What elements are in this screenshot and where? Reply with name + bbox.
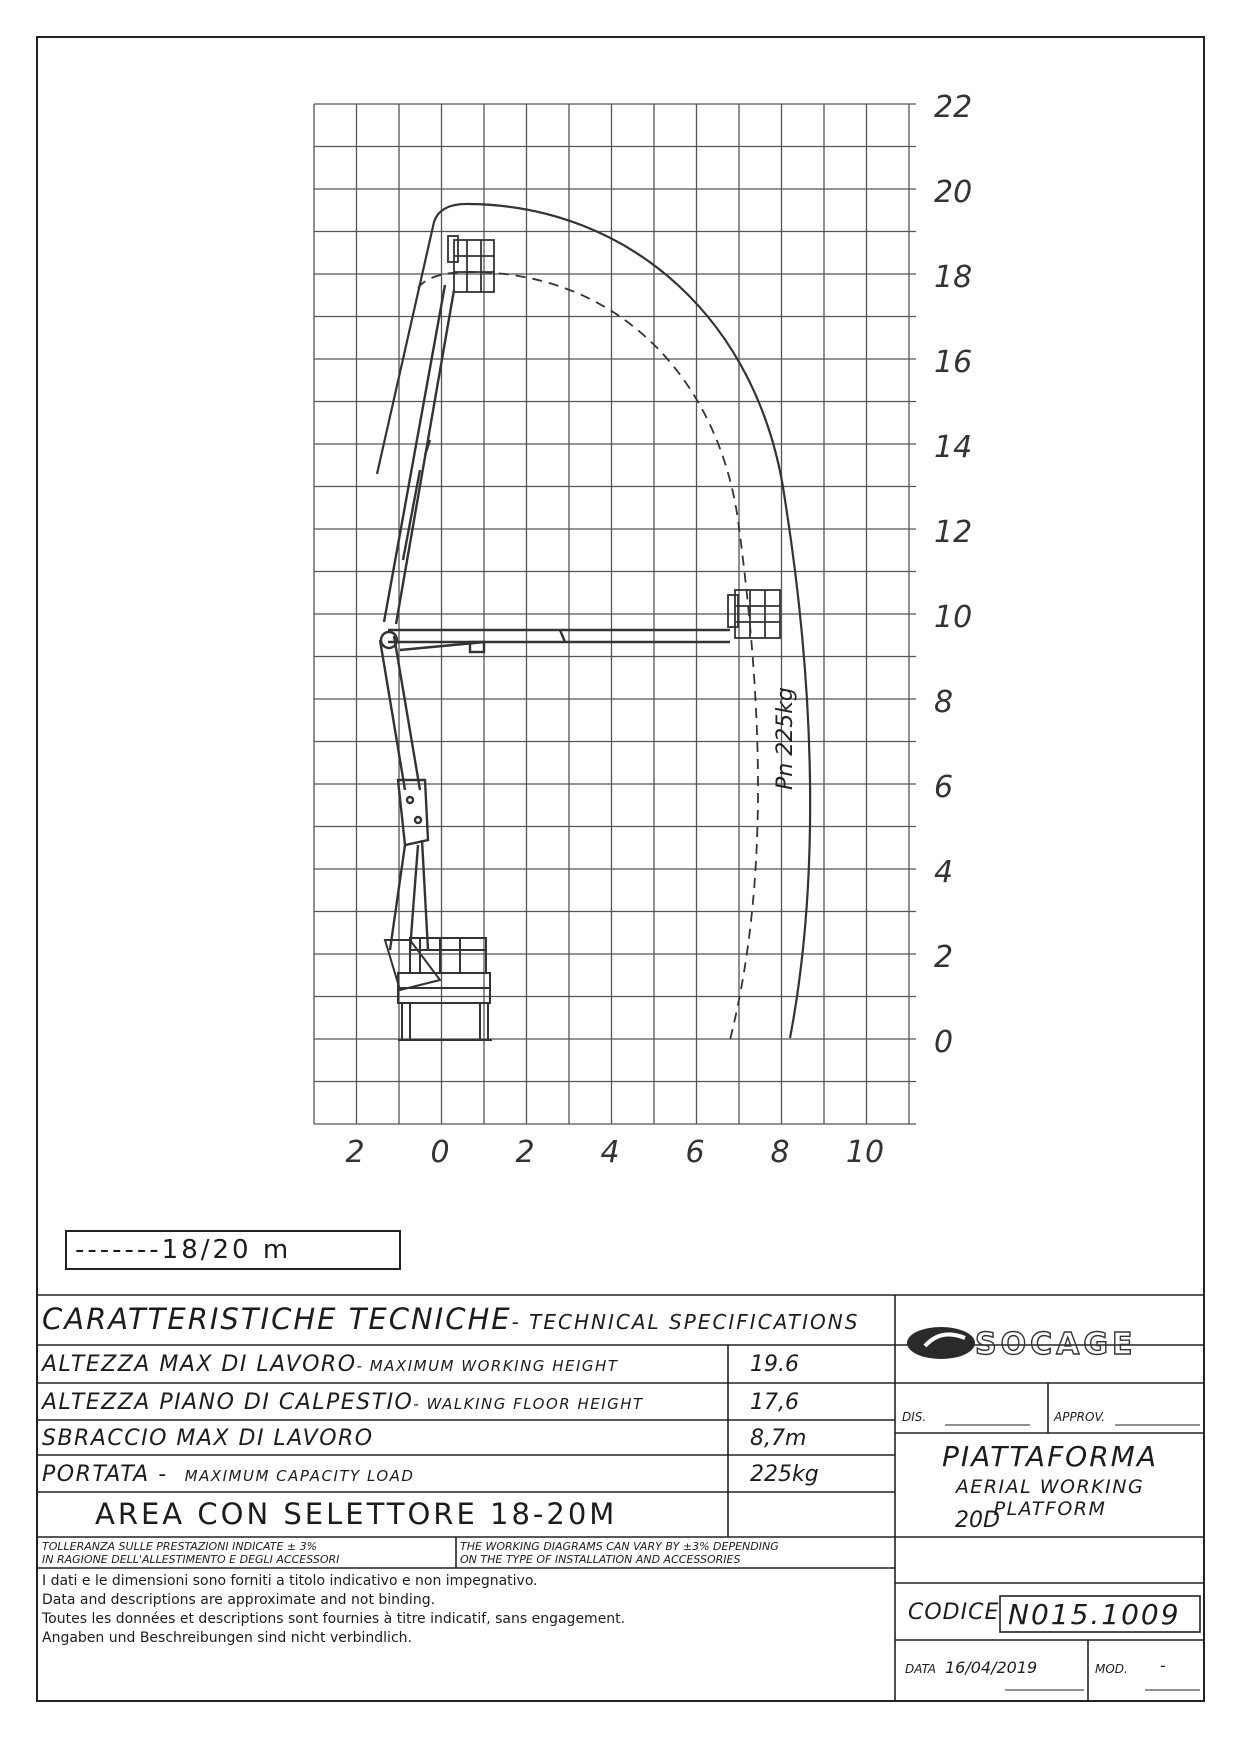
spec-row-0: ALTEZZA MAX DI LAVORO- MAXIMUM WORKING H… [42, 1352, 618, 1377]
spec-row-2: SBRACCIO MAX DI LAVORO [42, 1426, 374, 1451]
model-code: 20D [955, 1508, 1000, 1533]
product-subtitle-1: AERIAL WORKING [955, 1476, 1145, 1498]
dis-label: DIS. [902, 1410, 927, 1424]
spec-title: CARATTERISTICHE TECNICHE- TECHNICAL SPEC… [42, 1302, 859, 1336]
y-tick-label: 4 [934, 855, 953, 890]
mod-value: - [1160, 1656, 1166, 1675]
y-tick-label: 14 [934, 430, 972, 465]
x-tick-label: 2 [345, 1135, 364, 1170]
x-tick-label: 4 [600, 1135, 619, 1170]
spec-row-label-it: SBRACCIO MAX DI LAVORO [42, 1426, 374, 1451]
logo-text: SOCAGE [975, 1327, 1136, 1362]
disclaimer: I dati e le dimensioni sono forniti a ti… [42, 1572, 625, 1648]
spec-value-1: 17,6 [750, 1390, 799, 1415]
outer-envelope-curve [375, 202, 812, 1039]
disclaimer-line: Toutes les données et descriptions sont … [42, 1611, 626, 1627]
socage-logo: SOCAGE [905, 1318, 1195, 1368]
curve-label: Pn 225kg [773, 687, 798, 790]
spec-title-it: CARATTERISTICHE TECNICHE [42, 1302, 512, 1336]
y-tick-label: 22 [934, 90, 972, 125]
area-label: AREA CON SELETTORE 18-20M [95, 1497, 618, 1531]
x-tick-label: 2 [515, 1135, 534, 1170]
platform-mid [727, 589, 781, 639]
spec-row-label-en: - MAXIMUM WORKING HEIGHT [356, 1357, 619, 1375]
spec-row-label-it: ALTEZZA MAX DI LAVORO [42, 1352, 357, 1377]
spec-row-label-it: PORTATA - [42, 1462, 168, 1487]
data-value: 16/04/2019 [945, 1658, 1038, 1677]
mod-label: MOD. [1095, 1662, 1128, 1676]
socage-logo-mark: SOCAGE [907, 1326, 1136, 1363]
spec-row-label-en: MAXIMUM CAPACITY LOAD [184, 1467, 415, 1485]
y-tick-label: 16 [934, 345, 972, 380]
legend-text: -------18/20 m [75, 1235, 292, 1265]
boom-vertical [382, 284, 456, 625]
x-tick-label: 10 [846, 1135, 884, 1170]
y-tick-label: 0 [934, 1025, 953, 1060]
disclaimer-line: I dati e le dimensioni sono forniti a ti… [42, 1573, 538, 1589]
product-subtitle-2: PLATFORM [993, 1498, 1107, 1520]
spec-row-label-it: ALTEZZA PIANO DI CALPESTIO [42, 1390, 414, 1415]
spec-row-3: PORTATA - MAXIMUM CAPACITY LOAD [42, 1462, 414, 1487]
y-tick-label: 12 [934, 515, 972, 550]
tolerance-en-line: THE WORKING DIAGRAMS CAN VARY BY ±3% DEP… [460, 1540, 779, 1553]
y-tick-label: 20 [934, 175, 972, 210]
spec-row-label-en: - WALKING FLOOR HEIGHT [413, 1395, 644, 1413]
y-tick-label: 8 [934, 685, 953, 720]
boom-horizontal [388, 628, 730, 654]
x-tick-label: 8 [770, 1135, 789, 1170]
disclaimer-line: Angaben und Beschreibungen sind nicht ve… [42, 1630, 412, 1646]
data-label: DATA [905, 1662, 937, 1676]
grid [313, 103, 916, 1125]
x-tick-label: 6 [685, 1135, 704, 1170]
y-tick-label: 18 [934, 260, 972, 295]
codice-value: N015.1009 [1008, 1598, 1181, 1631]
spec-value-3: 225kg [750, 1462, 819, 1487]
legend-box: -------18/20 m [65, 1230, 401, 1270]
y-tick-label: 10 [934, 600, 972, 635]
drawing-frame [36, 36, 1205, 1702]
spec-title-en: - TECHNICAL SPECIFICATIONS [511, 1310, 860, 1334]
tolerance-it-line: TOLLERANZA SULLE PRESTAZIONI INDICATE ± … [42, 1540, 318, 1553]
tolerance-it-line: IN RAGIONE DELL'ALLESTIMENTO E DEGLI ACC… [42, 1553, 340, 1566]
spec-value-2: 8,7m [750, 1426, 807, 1451]
y-tick-label: 2 [934, 940, 953, 975]
approv-label: APPROV. [1054, 1410, 1106, 1424]
boom-lower [378, 630, 430, 951]
tolerance-en-line: ON THE TYPE OF INSTALLATION AND ACCESSOR… [460, 1553, 741, 1566]
tolerance-it: TOLLERANZA SULLE PRESTAZIONI INDICATE ± … [42, 1540, 339, 1566]
tolerance-en: THE WORKING DIAGRAMS CAN VARY BY ±3% DEP… [460, 1540, 779, 1566]
y-tick-label: 6 [934, 770, 953, 805]
x-axis-ticks: 2 0 2 4 6 8 10 [345, 1135, 884, 1170]
product-title: PIATTAFORMA [942, 1440, 1158, 1473]
spec-row-1: ALTEZZA PIANO DI CALPESTIO- WALKING FLOO… [42, 1390, 644, 1415]
base-vehicle [383, 937, 492, 1041]
spec-value-0: 19.6 [750, 1352, 799, 1377]
codice-label: CODICE [908, 1600, 1000, 1625]
x-tick-label: 0 [430, 1135, 449, 1170]
platform-high [447, 235, 495, 293]
disclaimer-line: Data and descriptions are approximate an… [42, 1592, 436, 1608]
